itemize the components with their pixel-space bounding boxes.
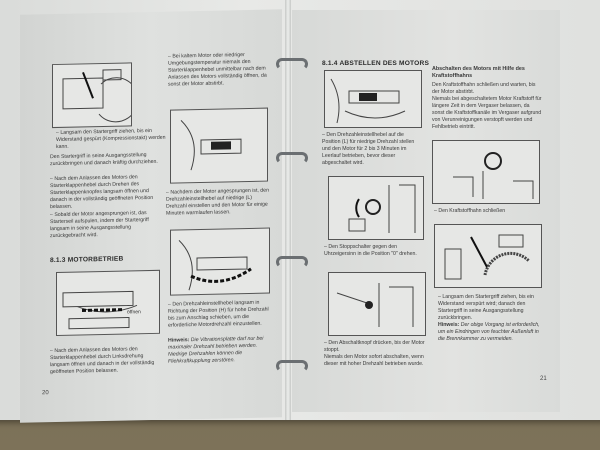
- page-number-right: 21: [540, 376, 547, 382]
- heading-fuel-cock-shutdown: Abschalten des Motors mit Hilfe des Kraf…: [432, 66, 525, 79]
- figure-stop-switch: [328, 176, 424, 240]
- section-heading-motorbetrieb: 8.1.3 MOTORBETRIEB: [50, 255, 124, 265]
- item-rewind-rope: Sobald der Motor angesprungen ist, das S…: [50, 210, 166, 240]
- note-moisture: Hinweis: Der obige Vorgang ist erforderl…: [438, 322, 540, 342]
- figure-starter-grip: [52, 62, 132, 129]
- binder-ring-2: [276, 152, 308, 164]
- binder-ring-4: [276, 360, 308, 372]
- figure-stop-button: [328, 272, 426, 336]
- figure-choke-lever: öffnen: [56, 269, 160, 336]
- left-page: Langsam den Startergriff ziehen, bis ein…: [20, 9, 282, 423]
- para-starter-return: Den Startergriff in seine Ausgangsstellu…: [50, 152, 158, 168]
- figure-throttle-high: [170, 227, 270, 296]
- item-choke-linksdrehung: Nach dem Anlassen des Motors den Starter…: [50, 346, 162, 376]
- item-stop-button: Den Abschaltknopf drücken, bis der Motor…: [324, 340, 428, 368]
- item-choke-open: Nach dem Anlassen des Motors den Starter…: [50, 174, 166, 211]
- figure-fuel-cock: [432, 140, 540, 204]
- item-stop-switch: Den Stoppschalter gegen den Uhrzeigersin…: [324, 244, 424, 258]
- binder-ring-3: [276, 256, 308, 268]
- figure-starter-grip-right: [434, 224, 542, 288]
- section-heading-abstellen: 8.1.4 ABSTELLEN DES MOTORS: [322, 60, 430, 67]
- binder-spine: [285, 0, 291, 420]
- caption-close-fuel-cock: Den Kraftstoffhahn schließen: [434, 208, 534, 215]
- item-warmup: Nachdem der Motor angesprungen ist, den …: [166, 188, 270, 218]
- page-number-left: 20: [42, 390, 49, 397]
- para-close-fuel: Den Kraftstoffhahn schließen und warten,…: [432, 82, 536, 95]
- item-cold-engine-warning: Bei kaltem Motor oder niedriger Umgebung…: [168, 52, 268, 89]
- caption-starter-pull: Langsam den Startergriff ziehen, bis ein…: [56, 128, 168, 151]
- figure-label-oeffnen: öffnen: [127, 309, 141, 315]
- binder-ring-1: [276, 58, 308, 70]
- item-throttle-to-h: Den Drehzahleinstellhebel langsam in Ric…: [168, 300, 270, 330]
- item-idle-before-stop: Den Drehzahleinstellhebel auf die Positi…: [322, 132, 422, 167]
- right-page: 8.1.4 ABSTELLEN DES MOTORS Den Drehzahle…: [292, 10, 560, 412]
- para-carburetor-warning: Niemals bei abgeschaltetem Motor Kraftst…: [432, 96, 542, 130]
- note-vibration-plate: Hinweis: Die Vibrationsplatte darf nur b…: [168, 335, 264, 365]
- figure-throttle-stop: [324, 70, 422, 128]
- figure-throttle-low: [170, 107, 268, 184]
- item-pull-starter: Langsam den Startergriff ziehen, bis ein…: [438, 294, 542, 322]
